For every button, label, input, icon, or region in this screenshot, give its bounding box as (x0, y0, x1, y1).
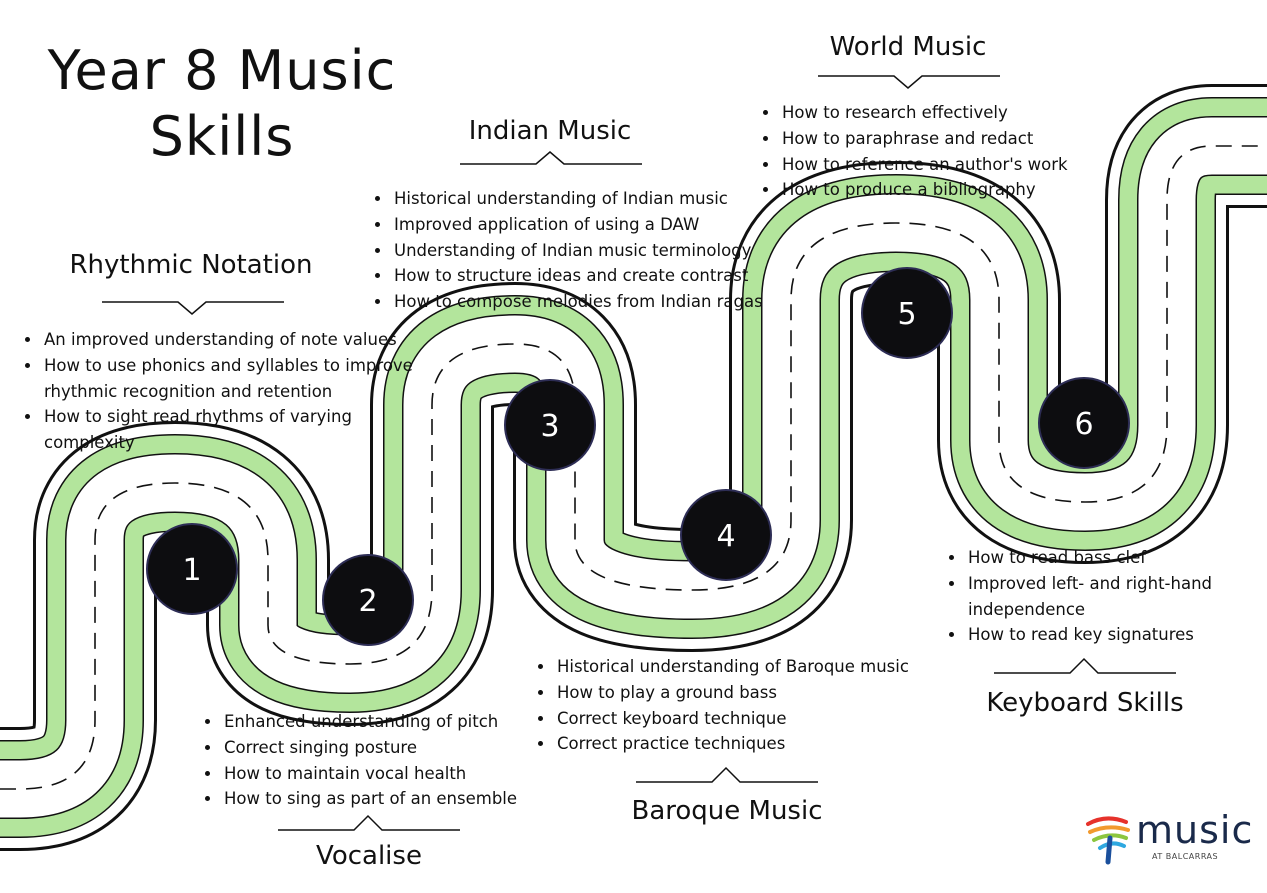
list-item: How to play a ground bass (555, 680, 935, 706)
list-item: An improved understanding of note values (42, 327, 427, 353)
list-item: How to read key signatures (966, 622, 1256, 648)
logo-subtitle: AT BALCARRAS (1152, 852, 1219, 861)
step-badge-5: 5 (861, 267, 953, 359)
list-keyboard-skills: How to read bass clef Improved left- and… (944, 545, 1256, 648)
heading-baroque-music: Baroque Music (631, 796, 823, 826)
list-item: Enhanced understanding of pitch (222, 709, 552, 735)
step-badge-2: 2 (322, 554, 414, 646)
list-item: How to structure ideas and create contra… (392, 263, 787, 289)
list-item: Improved application of using a DAW (392, 212, 787, 238)
pointer-vocalise (278, 814, 460, 831)
list-rhythmic-notation: An improved understanding of note values… (20, 327, 427, 456)
pointer-keyboard-skills (994, 657, 1176, 674)
heading-rhythmic-notation: Rhythmic Notation (69, 250, 313, 280)
list-item: Historical understanding of Baroque musi… (555, 654, 935, 680)
heading-indian-music: Indian Music (468, 116, 632, 146)
list-indian-music: Historical understanding of Indian music… (370, 186, 787, 315)
list-item: Correct keyboard technique (555, 706, 935, 732)
list-baroque-music: Historical understanding of Baroque musi… (533, 654, 935, 757)
step-badge-3: 3 (504, 379, 596, 471)
list-vocalise: Enhanced understanding of pitch Correct … (200, 709, 552, 812)
list-item: Correct practice techniques (555, 731, 935, 757)
list-item: How to reference an author's work (780, 152, 1100, 178)
pointer-indian-music (460, 151, 642, 165)
heading-vocalise: Vocalise (316, 841, 422, 871)
list-item: How to compose melodies from Indian raga… (392, 289, 787, 315)
list-item: Historical understanding of Indian music (392, 186, 787, 212)
list-item: How to read bass clef (966, 545, 1256, 571)
step-badge-1: 1 (146, 523, 238, 615)
heading-world-music: World Music (829, 32, 987, 62)
list-item: How to sight read rhythms of varying com… (42, 404, 427, 456)
music-logo-icon (1086, 816, 1130, 865)
list-item: Correct singing posture (222, 735, 552, 761)
list-item: How to research effectively (780, 100, 1100, 126)
page-title-line1: Year 8 Music (47, 39, 397, 102)
list-item: How to paraphrase and redact (780, 126, 1100, 152)
pointer-rhythmic-notation (102, 301, 284, 315)
logo-wordmark: music (1136, 808, 1254, 852)
step-badge-6: 6 (1038, 377, 1130, 469)
pointer-world-music (818, 75, 1000, 89)
list-item: How to sing as part of an ensemble (222, 786, 552, 812)
list-item: How to maintain vocal health (222, 761, 552, 787)
list-item: Improved left- and right-hand independen… (966, 571, 1256, 623)
page-title-line2: Skills (149, 105, 295, 168)
list-item: How to use phonics and syllables to impr… (42, 353, 427, 405)
step-badge-4: 4 (680, 489, 772, 581)
page-title: Year 8 Music Skills (22, 38, 422, 170)
list-item: Understanding of Indian music terminolog… (392, 238, 787, 264)
pointer-baroque-music (636, 766, 818, 783)
list-item: How to produce a bibliography (780, 177, 1100, 203)
heading-keyboard-skills: Keyboard Skills (986, 688, 1184, 718)
list-world-music: How to research effectively How to parap… (758, 100, 1100, 203)
